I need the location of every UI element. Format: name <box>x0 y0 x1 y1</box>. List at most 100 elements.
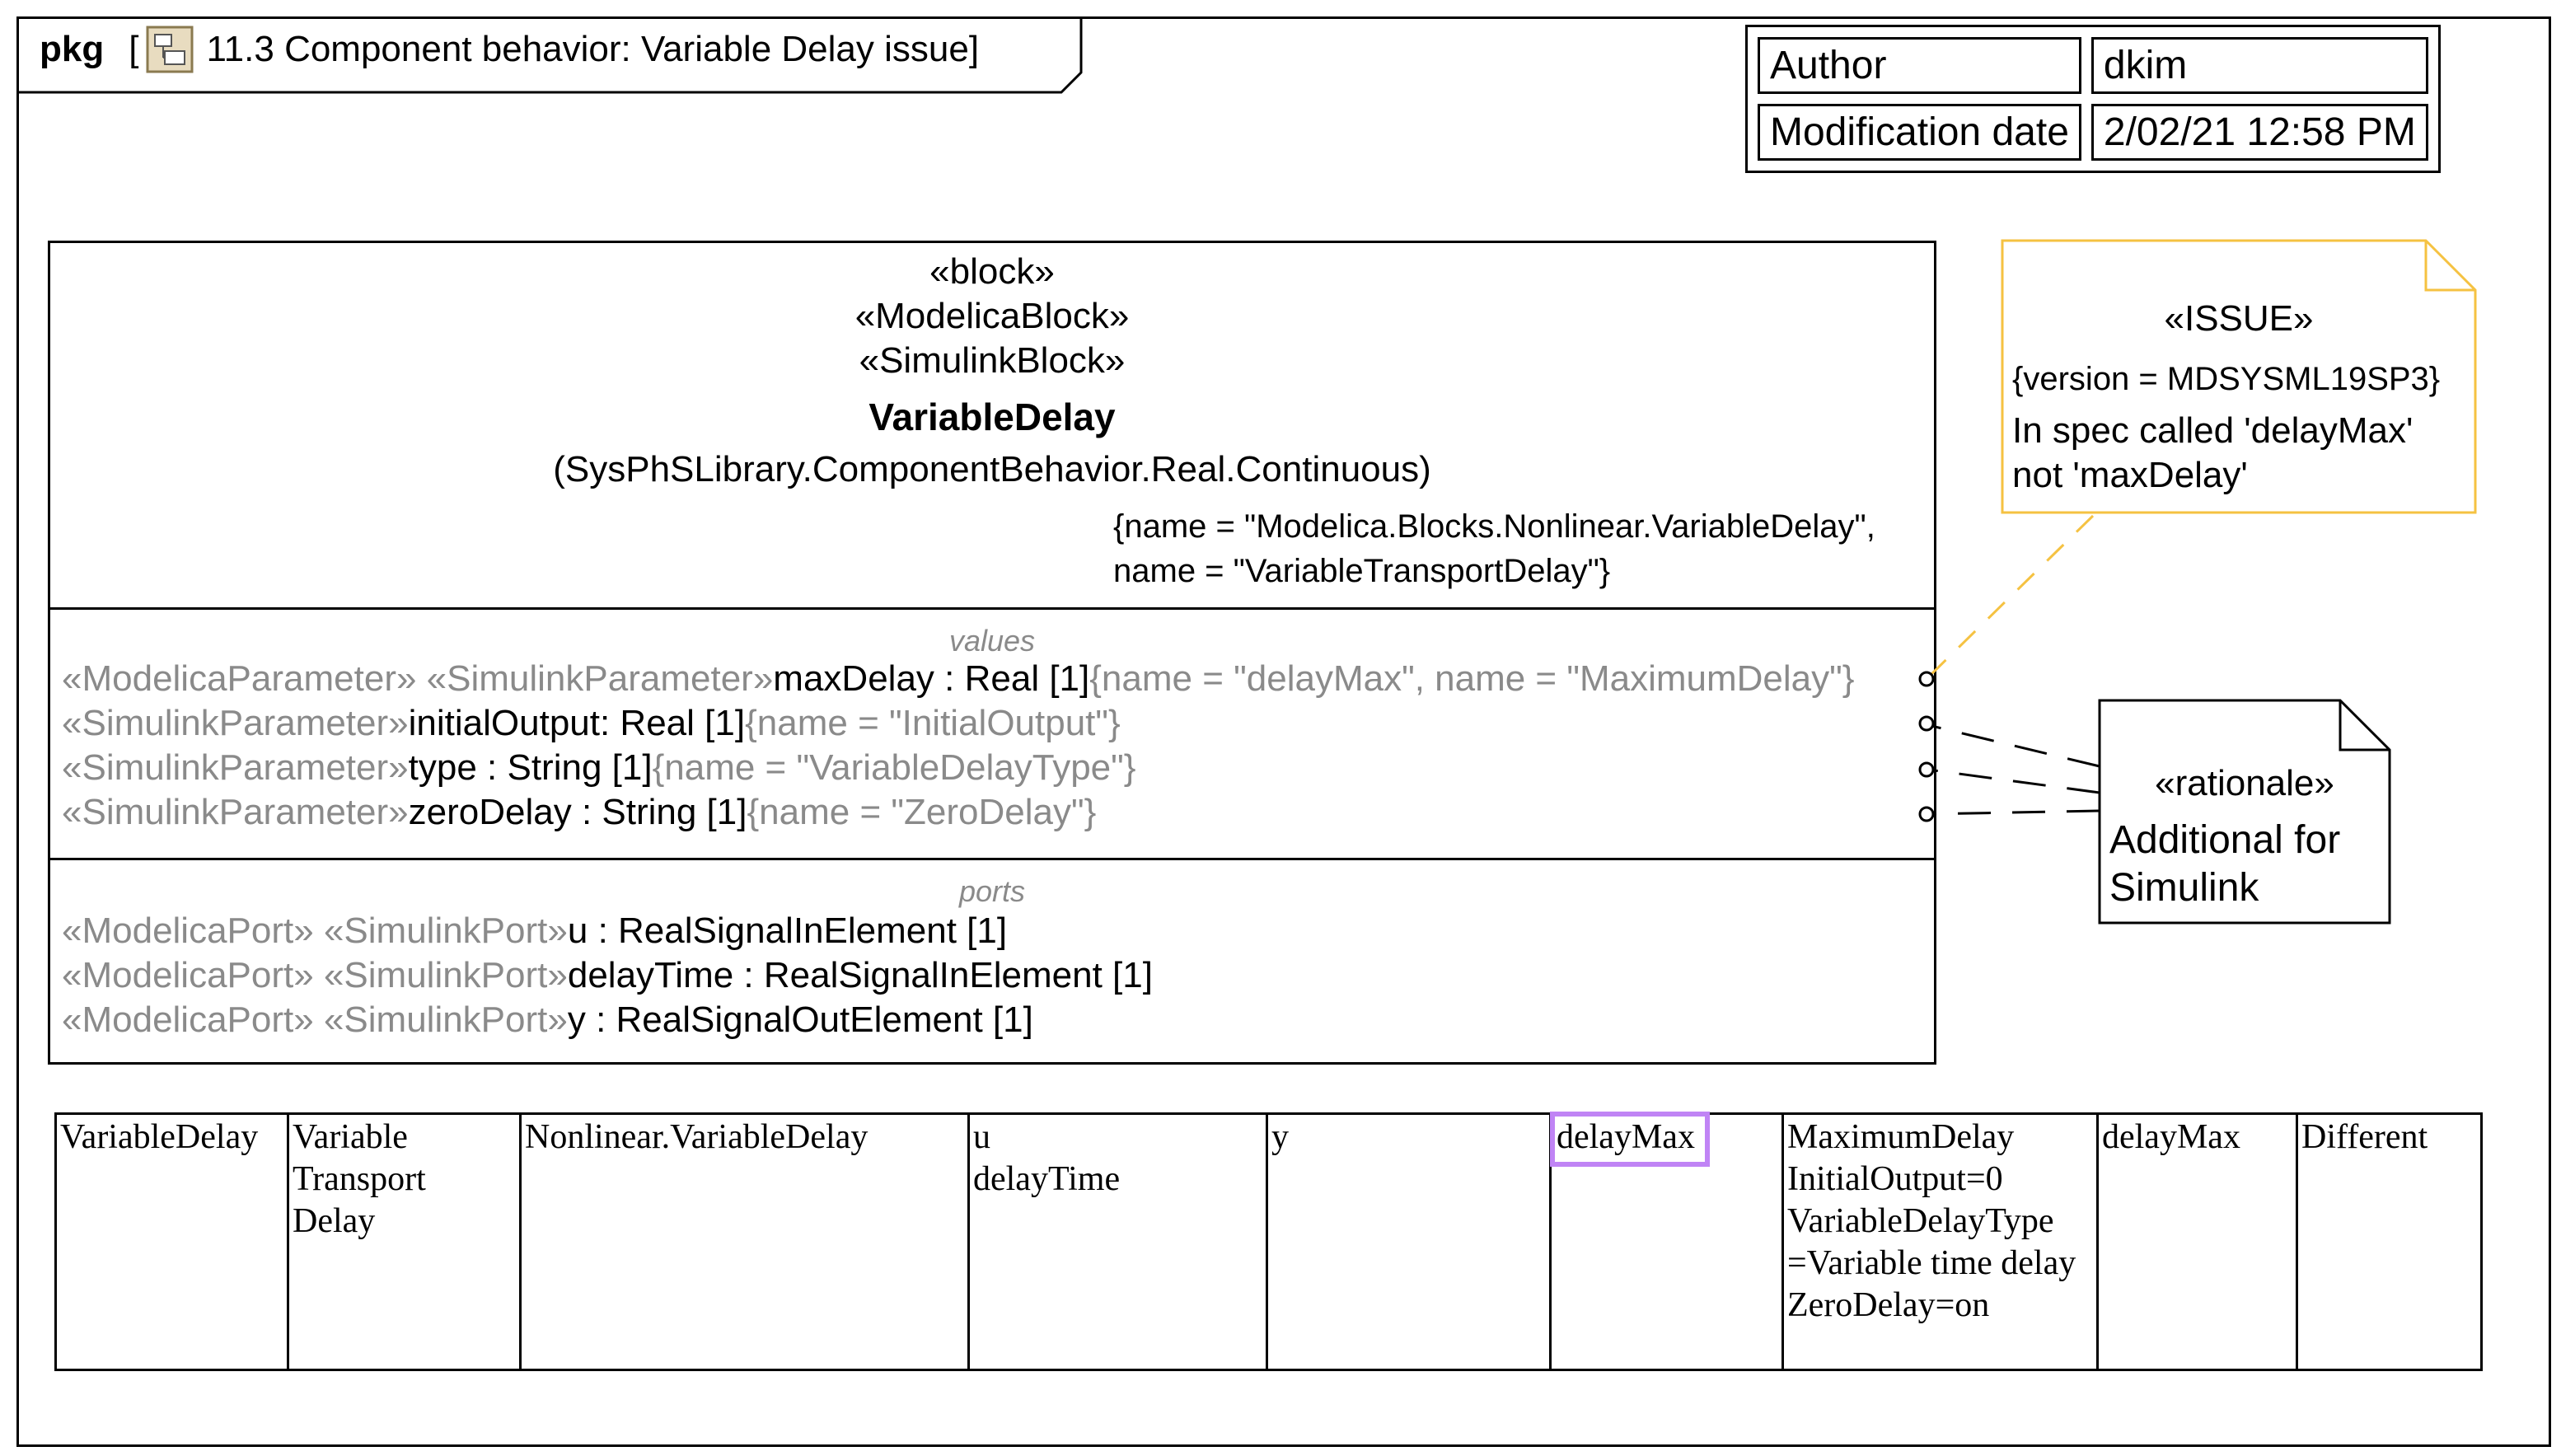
stereotype-simulink-block: «SimulinkBlock» <box>859 340 1126 381</box>
author-label: Author <box>1758 37 2081 94</box>
cell-line: Transport <box>293 1160 426 1198</box>
cell-line: Variable <box>293 1118 408 1156</box>
author-value[interactable]: dkim <box>2090 37 2428 94</box>
values-compartment-divider <box>50 607 1934 610</box>
cell-line: y <box>1271 1118 1289 1156</box>
rationale-stereotype: «rationale» <box>2155 763 2334 803</box>
highlighted-cell-text: delayMax <box>1550 1112 1710 1167</box>
rationale-note-outline <box>2098 699 2391 925</box>
rationale-text-line-2: Simulink <box>2109 866 2259 910</box>
block-tag-name-2: name = "VariableTransportDelay"} <box>1113 553 1611 589</box>
ports-compartment-title: ports <box>958 874 1026 908</box>
cell-line: Different <box>2301 1118 2428 1156</box>
port-type: : RealSignalInElement [1] <box>733 955 1153 995</box>
value-type: : String [1] <box>476 747 653 788</box>
port-type: : RealSignalInElement [1] <box>588 911 1008 951</box>
value-name: zeroDelay <box>408 792 572 832</box>
value-type: : Real [1] <box>934 658 1090 699</box>
table-cell[interactable]: delayMax <box>1549 1112 1784 1371</box>
anchor-end-initial-output <box>1918 715 1935 732</box>
issue-note[interactable]: «ISSUE» {version = MDSYSML19SP3} In spec… <box>2002 241 2475 513</box>
table-cell[interactable]: delayMax <box>2096 1112 2298 1371</box>
stereotype-modelica-block: «ModelicaBlock» <box>854 296 1130 336</box>
block-tag-name-1: {name = "Modelica.Blocks.Nonlinear.Varia… <box>1113 508 1875 545</box>
diagram-metadata-table: Author dkim Modification date 2/02/21 12… <box>1745 25 2441 173</box>
cell-line: =Variable time delay <box>1787 1244 2076 1282</box>
value-zero-delay[interactable]: «SimulinkParameter»zeroDelay : String [1… <box>62 792 1096 833</box>
value-tags: {name = "delayMax", name = "MaximumDelay… <box>1089 658 1855 699</box>
port-name: u <box>567 911 588 951</box>
rationale-anchor-zero-delay <box>1927 809 2100 816</box>
values-compartment-title: values <box>948 624 1036 658</box>
port-stereotype: «ModelicaPort» «SimulinkPort» <box>62 911 568 951</box>
rationale-text-line-1: Additional for <box>2109 818 2341 862</box>
title-tab-outline <box>16 16 1083 94</box>
port-type: : RealSignalOutElement [1] <box>585 1000 1033 1040</box>
table-cell[interactable]: Different <box>2296 1112 2483 1371</box>
value-name: maxDelay <box>773 658 934 699</box>
value-name: initialOutput <box>408 703 600 743</box>
value-initial-output[interactable]: «SimulinkParameter»initialOutput: Real [… <box>62 703 1121 744</box>
port-u[interactable]: «ModelicaPort» «SimulinkPort»u : RealSig… <box>62 911 1007 952</box>
value-tags: {name = "ZeroDelay"} <box>747 792 1097 832</box>
variable-delay-block[interactable]: «block» «ModelicaBlock» «SimulinkBlock» … <box>48 241 1936 1065</box>
value-tags: {name = "VariableDelayType"} <box>652 747 1136 788</box>
port-name: y <box>567 1000 586 1040</box>
cell-line: ZeroDelay=on <box>1787 1286 1990 1324</box>
author-row: Author dkim <box>1758 37 2428 94</box>
value-max-delay[interactable]: «ModelicaParameter» «SimulinkParameter»m… <box>62 658 1854 700</box>
cell-line: Nonlinear.VariableDelay <box>525 1118 868 1156</box>
issue-note-outline <box>2001 239 2477 514</box>
title-open-bracket: [ <box>129 29 139 69</box>
ports-compartment-divider <box>50 858 1934 860</box>
stereotype-block: «block» <box>929 251 1055 292</box>
block-name: VariableDelay <box>868 396 1116 438</box>
value-name: type <box>408 747 477 788</box>
rationale-anchor-type <box>1927 768 2100 794</box>
cell-line: MaximumDelay <box>1787 1118 2015 1156</box>
issue-version-tag: {version = MDSYSML19SP3} <box>2012 361 2441 397</box>
port-name: delayTime <box>567 955 734 995</box>
cell-line: Delay <box>293 1202 376 1240</box>
modification-date-label: Modification date <box>1758 104 2081 161</box>
block-owner: (SysPhSLibrary.ComponentBehavior.Real.Co… <box>553 449 1431 489</box>
port-stereotype: «ModelicaPort» «SimulinkPort» <box>62 1000 568 1040</box>
port-stereotype: «ModelicaPort» «SimulinkPort» <box>62 955 568 995</box>
port-y[interactable]: «ModelicaPort» «SimulinkPort»y : RealSig… <box>62 1000 1033 1041</box>
table-cell[interactable]: y <box>1266 1112 1552 1371</box>
issue-stereotype: «ISSUE» <box>2164 298 2314 339</box>
diagram-frame <box>16 16 2551 1447</box>
cell-line: InitialOutput=0 <box>1787 1160 2003 1198</box>
value-stereotype: «SimulinkParameter» <box>62 703 409 743</box>
port-delay-time[interactable]: «ModelicaPort» «SimulinkPort»delayTime :… <box>62 955 1153 996</box>
issue-text-line-2: not 'maxDelay' <box>2012 455 2248 495</box>
issue-anchor-end <box>1918 671 1935 687</box>
rationale-note[interactable]: «rationale» Additional for Simulink <box>2100 700 2390 923</box>
value-type: : String [1] <box>571 792 747 832</box>
cell-line: VariableDelay <box>60 1118 259 1156</box>
diagram-title-bar[interactable]: pkg [ 11.3 Component behavior: Variable … <box>40 25 979 74</box>
value-stereotype: «SimulinkParameter» <box>62 747 409 788</box>
table-cell[interactable]: u delayTime <box>967 1112 1268 1371</box>
diagram-title: 11.3 Component behavior: Variable Delay … <box>206 29 980 69</box>
modification-date-row: Modification date 2/02/21 12:58 PM <box>1758 104 2428 161</box>
table-cell[interactable]: Nonlinear.VariableDelay <box>519 1112 970 1371</box>
value-type-param[interactable]: «SimulinkParameter»type : String [1]{nam… <box>62 747 1135 789</box>
issue-text-line-1: In spec called 'delayMax' <box>2012 410 2414 451</box>
anchor-end-zero-delay <box>1918 806 1935 822</box>
value-stereotype: «SimulinkParameter» <box>62 792 409 832</box>
cell-line: u <box>973 1118 990 1156</box>
cell-line: delayMax <box>2102 1118 2240 1156</box>
modification-date-value[interactable]: 2/02/21 12:58 PM <box>2090 104 2428 161</box>
frame-keyword: pkg <box>40 29 105 69</box>
rationale-anchor-initial-output <box>1927 723 2100 768</box>
package-diagram-icon <box>145 25 194 74</box>
issue-anchor-line <box>1927 514 2095 679</box>
cell-line: delayTime <box>973 1160 1121 1198</box>
value-stereotype: «ModelicaParameter» «SimulinkParameter» <box>62 658 774 699</box>
table-cell[interactable]: VariableDelay <box>54 1112 289 1371</box>
